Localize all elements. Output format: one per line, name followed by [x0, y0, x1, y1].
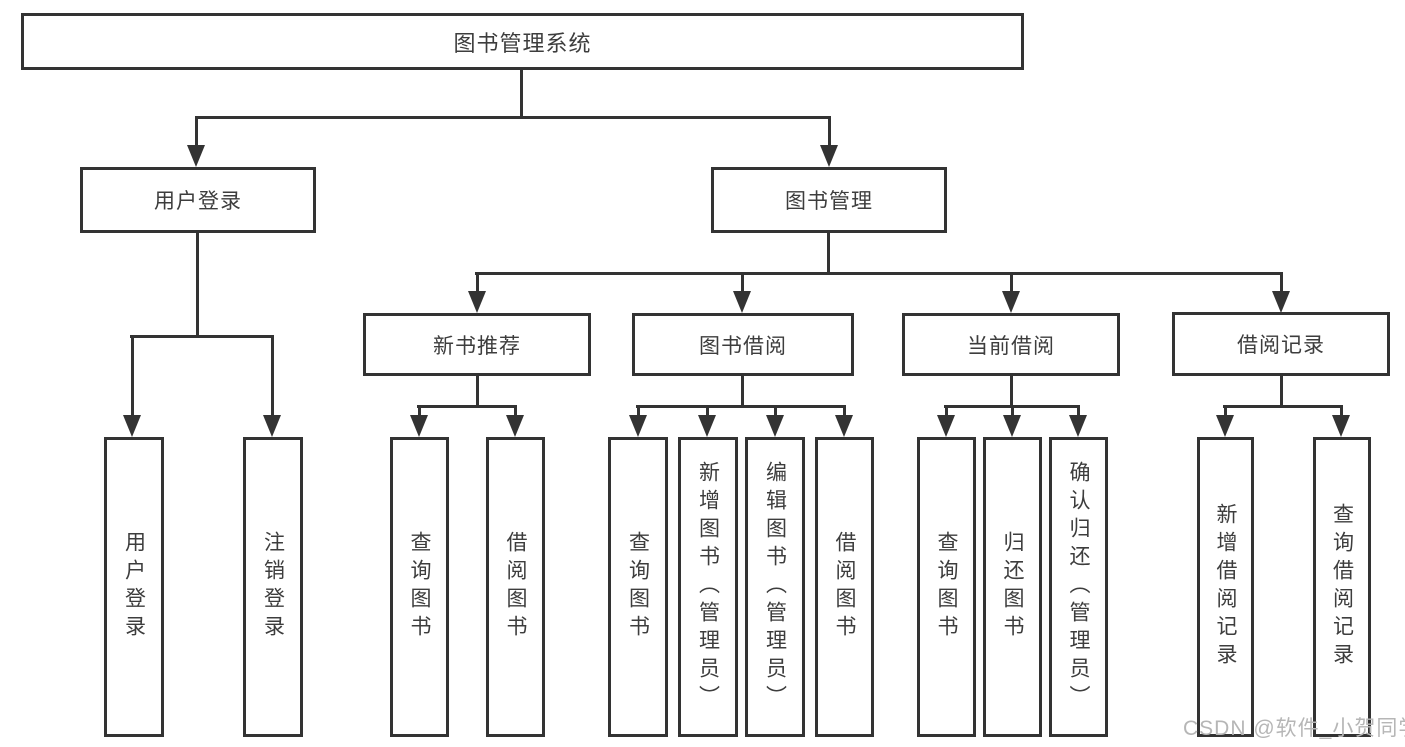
node-user-login: 用户登录	[80, 167, 316, 233]
connector-line	[1077, 405, 1080, 421]
node-new-book-recommend: 新书推荐	[363, 313, 591, 376]
connector-line	[1011, 405, 1014, 421]
connector-line	[1280, 375, 1283, 408]
arrow-down-icon	[506, 415, 524, 437]
connector-line	[271, 335, 274, 419]
node-label: 用户登录	[154, 190, 242, 213]
connector-line	[418, 405, 421, 421]
connector-line	[476, 272, 479, 296]
arrow-down-icon	[835, 415, 853, 437]
arrow-down-icon	[1003, 415, 1021, 437]
leaf-borrow-query-book: 查询图书	[608, 437, 668, 737]
arrow-down-icon	[1332, 415, 1350, 437]
arrow-down-icon	[1069, 415, 1087, 437]
connector-line	[741, 374, 744, 408]
connector-line	[1010, 272, 1013, 296]
connector-line	[476, 374, 479, 408]
connector-line	[131, 335, 134, 419]
leaf-label: 借阅图书	[504, 531, 528, 643]
node-book-management: 图书管理	[711, 167, 947, 233]
connector-line	[843, 405, 846, 421]
connector-line	[1010, 375, 1013, 408]
leaf-label: 用户登录	[122, 531, 146, 643]
connector-line	[475, 272, 1283, 275]
node-label: 借阅记录	[1237, 334, 1325, 357]
connector-line	[1223, 405, 1343, 408]
node-root-library-system: 图书管理系统	[21, 13, 1024, 70]
connector-line	[706, 405, 709, 421]
arrow-down-icon	[410, 415, 428, 437]
arrow-down-icon	[937, 415, 955, 437]
leaf-label: 新增图书（管理员）	[696, 461, 720, 713]
node-borrow-records: 借阅记录	[1172, 312, 1390, 376]
leaf-return-book: 归还图书	[983, 437, 1042, 737]
connector-line	[636, 405, 846, 408]
connector-line	[1340, 405, 1343, 421]
arrow-down-icon	[123, 415, 141, 437]
leaf-label: 注销登录	[261, 531, 285, 643]
arrow-down-icon	[1002, 291, 1020, 313]
csdn-watermark: CSDN @软件_小贺同学	[1183, 717, 1405, 740]
leaf-add-borrow-record: 新增借阅记录	[1197, 437, 1254, 737]
arrow-down-icon	[629, 415, 647, 437]
arrow-down-icon	[1216, 415, 1234, 437]
connector-line	[828, 116, 831, 148]
arrow-down-icon	[263, 415, 281, 437]
node-label: 新书推荐	[433, 334, 521, 358]
connector-line	[741, 272, 744, 296]
leaf-user-login: 用户登录	[104, 437, 164, 737]
connector-line	[195, 116, 831, 119]
connector-line	[774, 405, 777, 421]
leaf-recommend-borrow-book: 借阅图书	[486, 437, 545, 737]
leaf-logout: 注销登录	[243, 437, 303, 737]
node-label: 图书借阅	[699, 334, 787, 358]
arrow-down-icon	[766, 415, 784, 437]
leaf-label: 查询图书	[408, 531, 432, 643]
leaf-recommend-query-book: 查询图书	[390, 437, 449, 737]
connector-line	[1224, 405, 1227, 421]
arrow-down-icon	[1272, 291, 1290, 313]
leaf-add-book-admin: 新增图书（管理员）	[678, 437, 738, 737]
leaf-edit-book-admin: 编辑图书（管理员）	[745, 437, 805, 737]
leaf-label: 归还图书	[1001, 531, 1025, 643]
connector-line	[195, 116, 198, 148]
node-label: 图书管理系统	[453, 30, 592, 56]
leaf-query-borrow-record: 查询借阅记录	[1313, 437, 1371, 737]
leaf-current-query-book: 查询图书	[917, 437, 976, 737]
arrow-down-icon	[820, 145, 838, 167]
connector-line	[130, 335, 274, 338]
arrow-down-icon	[468, 291, 486, 313]
arrow-down-icon	[733, 291, 751, 313]
connector-line	[1280, 272, 1283, 296]
node-book-borrow: 图书借阅	[632, 313, 854, 376]
leaf-label: 查询图书	[626, 531, 650, 643]
leaf-label: 查询借阅记录	[1330, 503, 1354, 671]
arrow-down-icon	[187, 145, 205, 167]
leaf-confirm-return-admin: 确认归还（管理员）	[1049, 437, 1108, 737]
leaf-borrow-book: 借阅图书	[815, 437, 874, 737]
connector-line	[945, 405, 948, 421]
connector-line	[637, 405, 640, 421]
node-label: 当前借阅	[967, 334, 1055, 358]
leaf-label: 确认归还（管理员）	[1067, 461, 1091, 713]
connector-line	[514, 405, 517, 421]
leaf-label: 借阅图书	[833, 531, 857, 643]
leaf-label: 新增借阅记录	[1214, 503, 1238, 671]
node-label: 图书管理	[785, 190, 873, 213]
leaf-label: 查询图书	[935, 531, 959, 643]
connector-line	[520, 69, 523, 119]
connector-line	[827, 231, 830, 275]
connector-line	[417, 405, 517, 408]
arrow-down-icon	[698, 415, 716, 437]
leaf-label: 编辑图书（管理员）	[763, 461, 787, 713]
node-current-borrow: 当前借阅	[902, 313, 1120, 376]
connector-line	[196, 231, 199, 338]
